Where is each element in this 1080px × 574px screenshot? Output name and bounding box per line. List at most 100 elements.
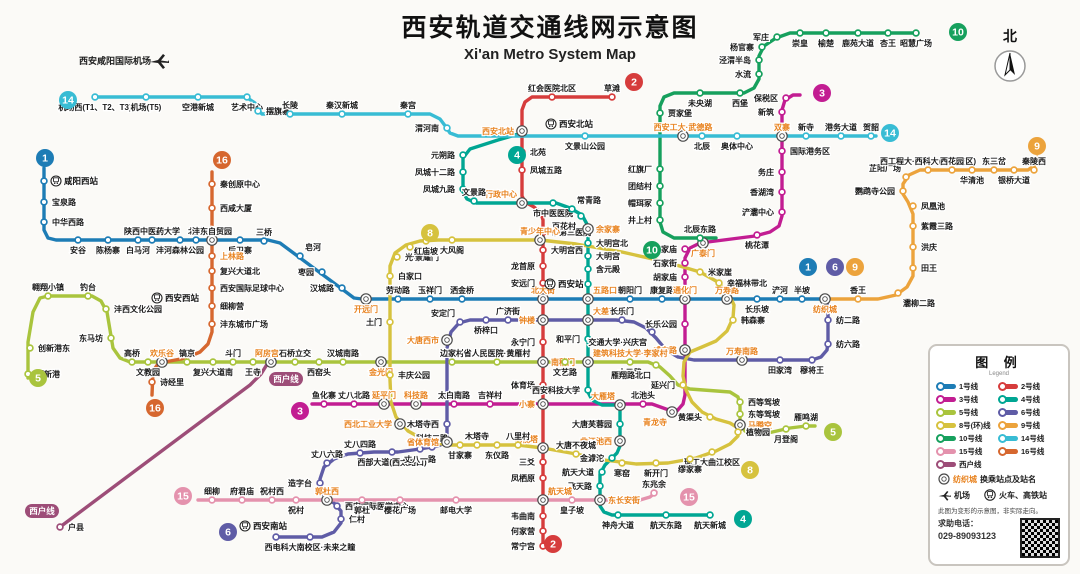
station: 水流 bbox=[733, 68, 763, 80]
station-label: 陕西中医药大学 bbox=[124, 226, 180, 236]
station: 韩森寨 bbox=[729, 314, 766, 326]
station-label: 西堡 bbox=[732, 98, 748, 108]
station: 木塔寺西 bbox=[405, 418, 451, 430]
station: 白家口 bbox=[386, 270, 423, 282]
station: 上林路 bbox=[208, 250, 246, 262]
station-label: 奥体中心 bbox=[720, 141, 753, 151]
legend-line-label: 5号线 bbox=[959, 407, 979, 417]
legend-line-swatch bbox=[998, 381, 1018, 391]
station-label: 航天城 bbox=[548, 486, 572, 496]
station: 三爻 bbox=[518, 456, 547, 468]
rail-hub-咸阳西站: 咸阳西站 bbox=[50, 175, 100, 187]
line-badge-2: 2 bbox=[544, 535, 562, 553]
station: 凤城十二路 bbox=[414, 166, 467, 178]
station: 安谷 bbox=[69, 236, 88, 256]
station-label: 航天东路 bbox=[650, 520, 683, 530]
station: 理工大曲江校区 bbox=[683, 448, 741, 468]
station-label: 秦宫 bbox=[399, 100, 416, 110]
station-label: 西咸大厦 bbox=[220, 203, 253, 213]
station: 万寿路 bbox=[713, 284, 741, 305]
line-badge-1: 1 bbox=[36, 149, 54, 167]
station-label: 汉城南路 bbox=[327, 348, 360, 358]
station: 红会医院北区 bbox=[527, 82, 577, 101]
station-label: 木塔寺西 bbox=[406, 419, 439, 429]
station-label: 芷阳广场 bbox=[869, 163, 901, 173]
station-label: 沣河森林公园 bbox=[156, 245, 204, 255]
station: 香湖湾 bbox=[748, 186, 786, 198]
station-label: 杏王 bbox=[879, 38, 896, 48]
station: 户县 bbox=[56, 521, 85, 533]
line-badge-3: 3 bbox=[291, 402, 309, 420]
station: 省人民医院·黄雁村 bbox=[461, 347, 532, 366]
station-label: 府君庙 bbox=[230, 486, 254, 496]
station: 造字台 bbox=[287, 477, 324, 489]
station: 秦汉新城 bbox=[324, 99, 359, 118]
station-label: 细柳 bbox=[204, 486, 220, 496]
station: 田家湾 bbox=[767, 356, 793, 376]
station-label: 丈八北路 bbox=[338, 390, 371, 400]
legend-subtitle: Legend bbox=[988, 371, 1010, 377]
station-label: 秦陵西 bbox=[1021, 156, 1046, 166]
svg-text:10: 10 bbox=[952, 27, 964, 39]
svg-text:6: 6 bbox=[225, 527, 231, 539]
station-label: 灞柳二路 bbox=[903, 298, 936, 308]
station-label: 青龙寺 bbox=[643, 417, 667, 427]
airplane-icon bbox=[938, 490, 951, 501]
line-西户线-stations: 户县 bbox=[56, 521, 85, 533]
station: 劳动路 bbox=[385, 284, 412, 303]
station: 西窑头 bbox=[306, 358, 332, 378]
legend-line-swatch bbox=[936, 459, 956, 469]
station-label: 钓台 bbox=[80, 282, 96, 292]
station-label: 安定门 bbox=[431, 308, 455, 318]
station-label: 东等驾坡 bbox=[748, 409, 781, 419]
transfer-station-icon bbox=[938, 473, 950, 485]
station-label: 凤凰池 bbox=[921, 201, 945, 211]
station-label: 空港新城 bbox=[182, 102, 214, 112]
station: 土门 bbox=[365, 316, 394, 328]
station: 高桥 bbox=[123, 347, 142, 366]
station-label: 翱翔小镇 bbox=[31, 282, 64, 292]
station-label: 秦创原中心 bbox=[219, 179, 260, 189]
legend-line-label: 14号线 bbox=[1021, 433, 1045, 443]
station: 汉城南路 bbox=[326, 347, 361, 366]
station-label: 航天新城 bbox=[694, 520, 726, 530]
station: 丈八一路 bbox=[403, 445, 438, 465]
station: 大明宫北 bbox=[584, 237, 629, 249]
station: 行政中心 bbox=[483, 188, 528, 209]
legend-title: 图 例 bbox=[975, 355, 1023, 370]
station: 长乐坡 bbox=[744, 295, 771, 315]
station: 省体育馆 bbox=[405, 436, 453, 448]
station-label: 复兴大道南 bbox=[192, 367, 233, 377]
station-label: 余家寨 bbox=[595, 224, 620, 234]
station: 大唐西市 bbox=[406, 334, 453, 346]
station-label: 理工大曲江校区 bbox=[684, 457, 740, 467]
station-label: 贺韶 bbox=[862, 122, 879, 132]
station: 秦陵西 bbox=[1020, 155, 1047, 174]
legend-line-label: 15号线 bbox=[959, 446, 983, 456]
station-label: 长陵 bbox=[282, 100, 299, 110]
station-label: 韩森寨 bbox=[741, 315, 765, 325]
legend-entry: 10号线 bbox=[936, 433, 998, 443]
station-label: 创新港东 bbox=[37, 343, 70, 353]
station-label: 飞天路 bbox=[568, 481, 593, 491]
station: 航天城 bbox=[537, 485, 573, 506]
line-10 bbox=[658, 31, 920, 240]
line-badge-4: 4 bbox=[508, 146, 526, 164]
station-label: 丈八四路 bbox=[344, 439, 377, 449]
station: 香王 bbox=[848, 284, 867, 303]
station-label: 丈八一路 bbox=[404, 454, 437, 464]
line-1 bbox=[42, 166, 830, 301]
station: 穆将王 bbox=[799, 356, 825, 376]
station: 寒窑 bbox=[612, 459, 631, 479]
svg-text:西安咸阳国际机场: 西安咸阳国际机场 bbox=[79, 55, 151, 66]
legend-entry: 9号线 bbox=[998, 420, 1060, 430]
station-label: 摆旗寨 bbox=[266, 106, 290, 116]
rail-station-icon bbox=[984, 489, 996, 501]
station-label: 浐灞中心 bbox=[742, 207, 774, 217]
station-label: 文艺路 bbox=[553, 367, 578, 377]
station-label: 凤城九路 bbox=[423, 184, 456, 194]
station: 开远门 bbox=[353, 293, 379, 315]
line-badge-16: 16 bbox=[213, 151, 231, 169]
station-label: 大明宫西 bbox=[551, 245, 583, 255]
